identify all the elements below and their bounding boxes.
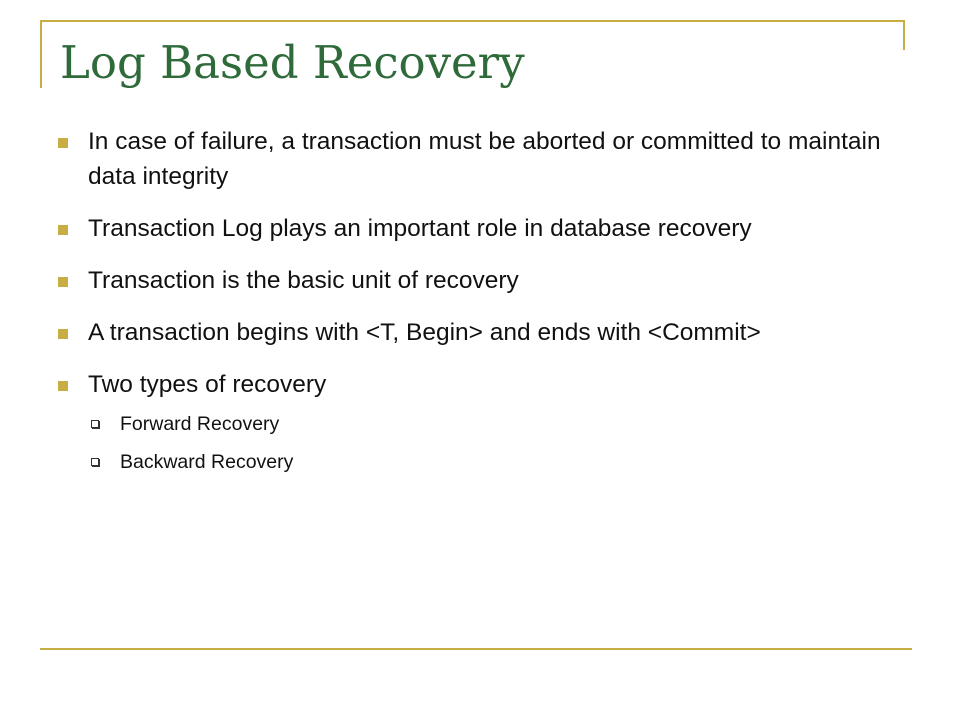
square-bullet-icon — [58, 381, 68, 391]
bullet-item: A transaction begins with <T, Begin> and… — [55, 315, 895, 350]
bullet-text: Transaction Log plays an important role … — [88, 215, 752, 242]
square-bullet-icon — [58, 329, 68, 339]
bullet-item: Transaction is the basic unit of recover… — [55, 263, 895, 298]
sub-bullet-list: Forward Recovery Backward Recovery — [88, 408, 895, 478]
bullet-text: A transaction begins with <T, Begin> and… — [88, 319, 761, 346]
bullet-text: In case of failure, a transaction must b… — [88, 128, 881, 190]
bullet-item: Two types of recovery Forward Recovery B… — [55, 367, 895, 478]
hollow-square-bullet-icon — [91, 420, 99, 428]
square-bullet-icon — [58, 138, 68, 148]
bullet-text: Two types of recovery — [88, 371, 327, 398]
sub-bullet-item: Backward Recovery — [88, 446, 895, 478]
bullet-item: In case of failure, a transaction must b… — [55, 124, 895, 194]
frame-top-line — [40, 20, 904, 22]
sub-bullet-text: Forward Recovery — [120, 413, 280, 435]
frame-right-line — [903, 20, 905, 50]
square-bullet-icon — [58, 277, 68, 287]
sub-bullet-text: Backward Recovery — [120, 451, 294, 473]
square-bullet-icon — [58, 225, 68, 235]
frame-left-line — [40, 20, 42, 88]
hollow-square-bullet-icon — [91, 458, 99, 466]
bullet-text: Transaction is the basic unit of recover… — [88, 267, 519, 294]
slide-title: Log Based Recovery — [60, 36, 525, 89]
frame-bottom-line — [40, 648, 912, 650]
bullet-list: In case of failure, a transaction must b… — [55, 124, 895, 478]
slide-content: In case of failure, a transaction must b… — [55, 124, 895, 495]
sub-bullet-item: Forward Recovery — [88, 408, 895, 440]
bullet-item: Transaction Log plays an important role … — [55, 211, 895, 246]
